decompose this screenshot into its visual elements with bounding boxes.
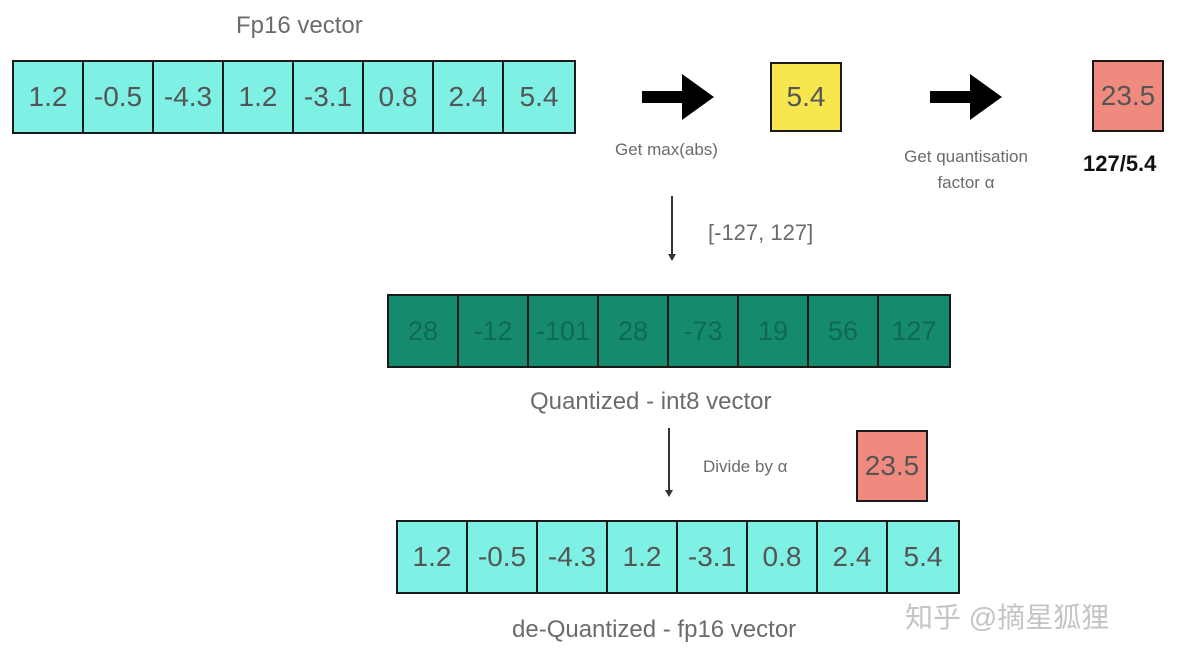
int8-vector-title: Quantized - int8 vector (530, 388, 772, 415)
dequantized-vector: 1.2 -0.5 -4.3 1.2 -3.1 0.8 2.4 5.4 (396, 520, 960, 594)
vector-cell: -0.5 (84, 62, 154, 132)
quantisation-factor-label: Get quantisation factor α (886, 144, 1046, 196)
quantisation-factor-box: 23.5 (1092, 60, 1164, 132)
vector-cell: -4.3 (538, 522, 608, 592)
vector-cell: -4.3 (154, 62, 224, 132)
get-max-label: Get max(abs) (615, 140, 718, 159)
down-arrow-icon (668, 428, 670, 490)
vector-cell: 28 (599, 296, 669, 366)
fp16-vector-title: Fp16 vector (236, 12, 363, 39)
vector-cell: 0.8 (748, 522, 818, 592)
vector-cell: -12 (459, 296, 529, 366)
vector-cell: 2.4 (434, 62, 504, 132)
vector-cell: 1.2 (608, 522, 678, 592)
down-arrow-head (665, 490, 673, 497)
int8-vector: 28 -12 -101 28 -73 19 56 127 (387, 294, 951, 368)
dequantized-vector-title: de-Quantized - fp16 vector (512, 616, 797, 643)
divide-factor-box: 23.5 (856, 430, 928, 502)
max-abs-box: 5.4 (770, 62, 842, 132)
vector-cell: 28 (389, 296, 459, 366)
vector-cell: 19 (739, 296, 809, 366)
down-arrow-icon (671, 196, 673, 254)
vector-cell: -3.1 (678, 522, 748, 592)
right-arrow-icon (930, 74, 1002, 120)
vector-cell: 5.4 (888, 522, 958, 592)
factor-formula: 127/5.4 (1083, 151, 1157, 176)
right-arrow-icon (642, 74, 714, 120)
vector-cell: 127 (879, 296, 949, 366)
vector-cell: 2.4 (818, 522, 888, 592)
vector-cell: 1.2 (224, 62, 294, 132)
vector-cell: 56 (809, 296, 879, 366)
vector-cell: 1.2 (14, 62, 84, 132)
range-label: [-127, 127] (708, 220, 814, 245)
down-arrow-head (668, 254, 676, 261)
vector-cell: 1.2 (398, 522, 468, 592)
watermark: 知乎 @摘星狐狸 (905, 602, 1110, 633)
vector-cell: -73 (669, 296, 739, 366)
vector-cell: -0.5 (468, 522, 538, 592)
quantisation-factor-label-line1: Get quantisation (904, 147, 1028, 166)
divide-by-label: Divide by α (703, 457, 788, 476)
vector-cell: 0.8 (364, 62, 434, 132)
fp16-vector: 1.2 -0.5 -4.3 1.2 -3.1 0.8 2.4 5.4 (12, 60, 576, 134)
vector-cell: 5.4 (504, 62, 574, 132)
vector-cell: -3.1 (294, 62, 364, 132)
quantisation-factor-label-line2: factor α (937, 173, 995, 192)
vector-cell: -101 (529, 296, 599, 366)
